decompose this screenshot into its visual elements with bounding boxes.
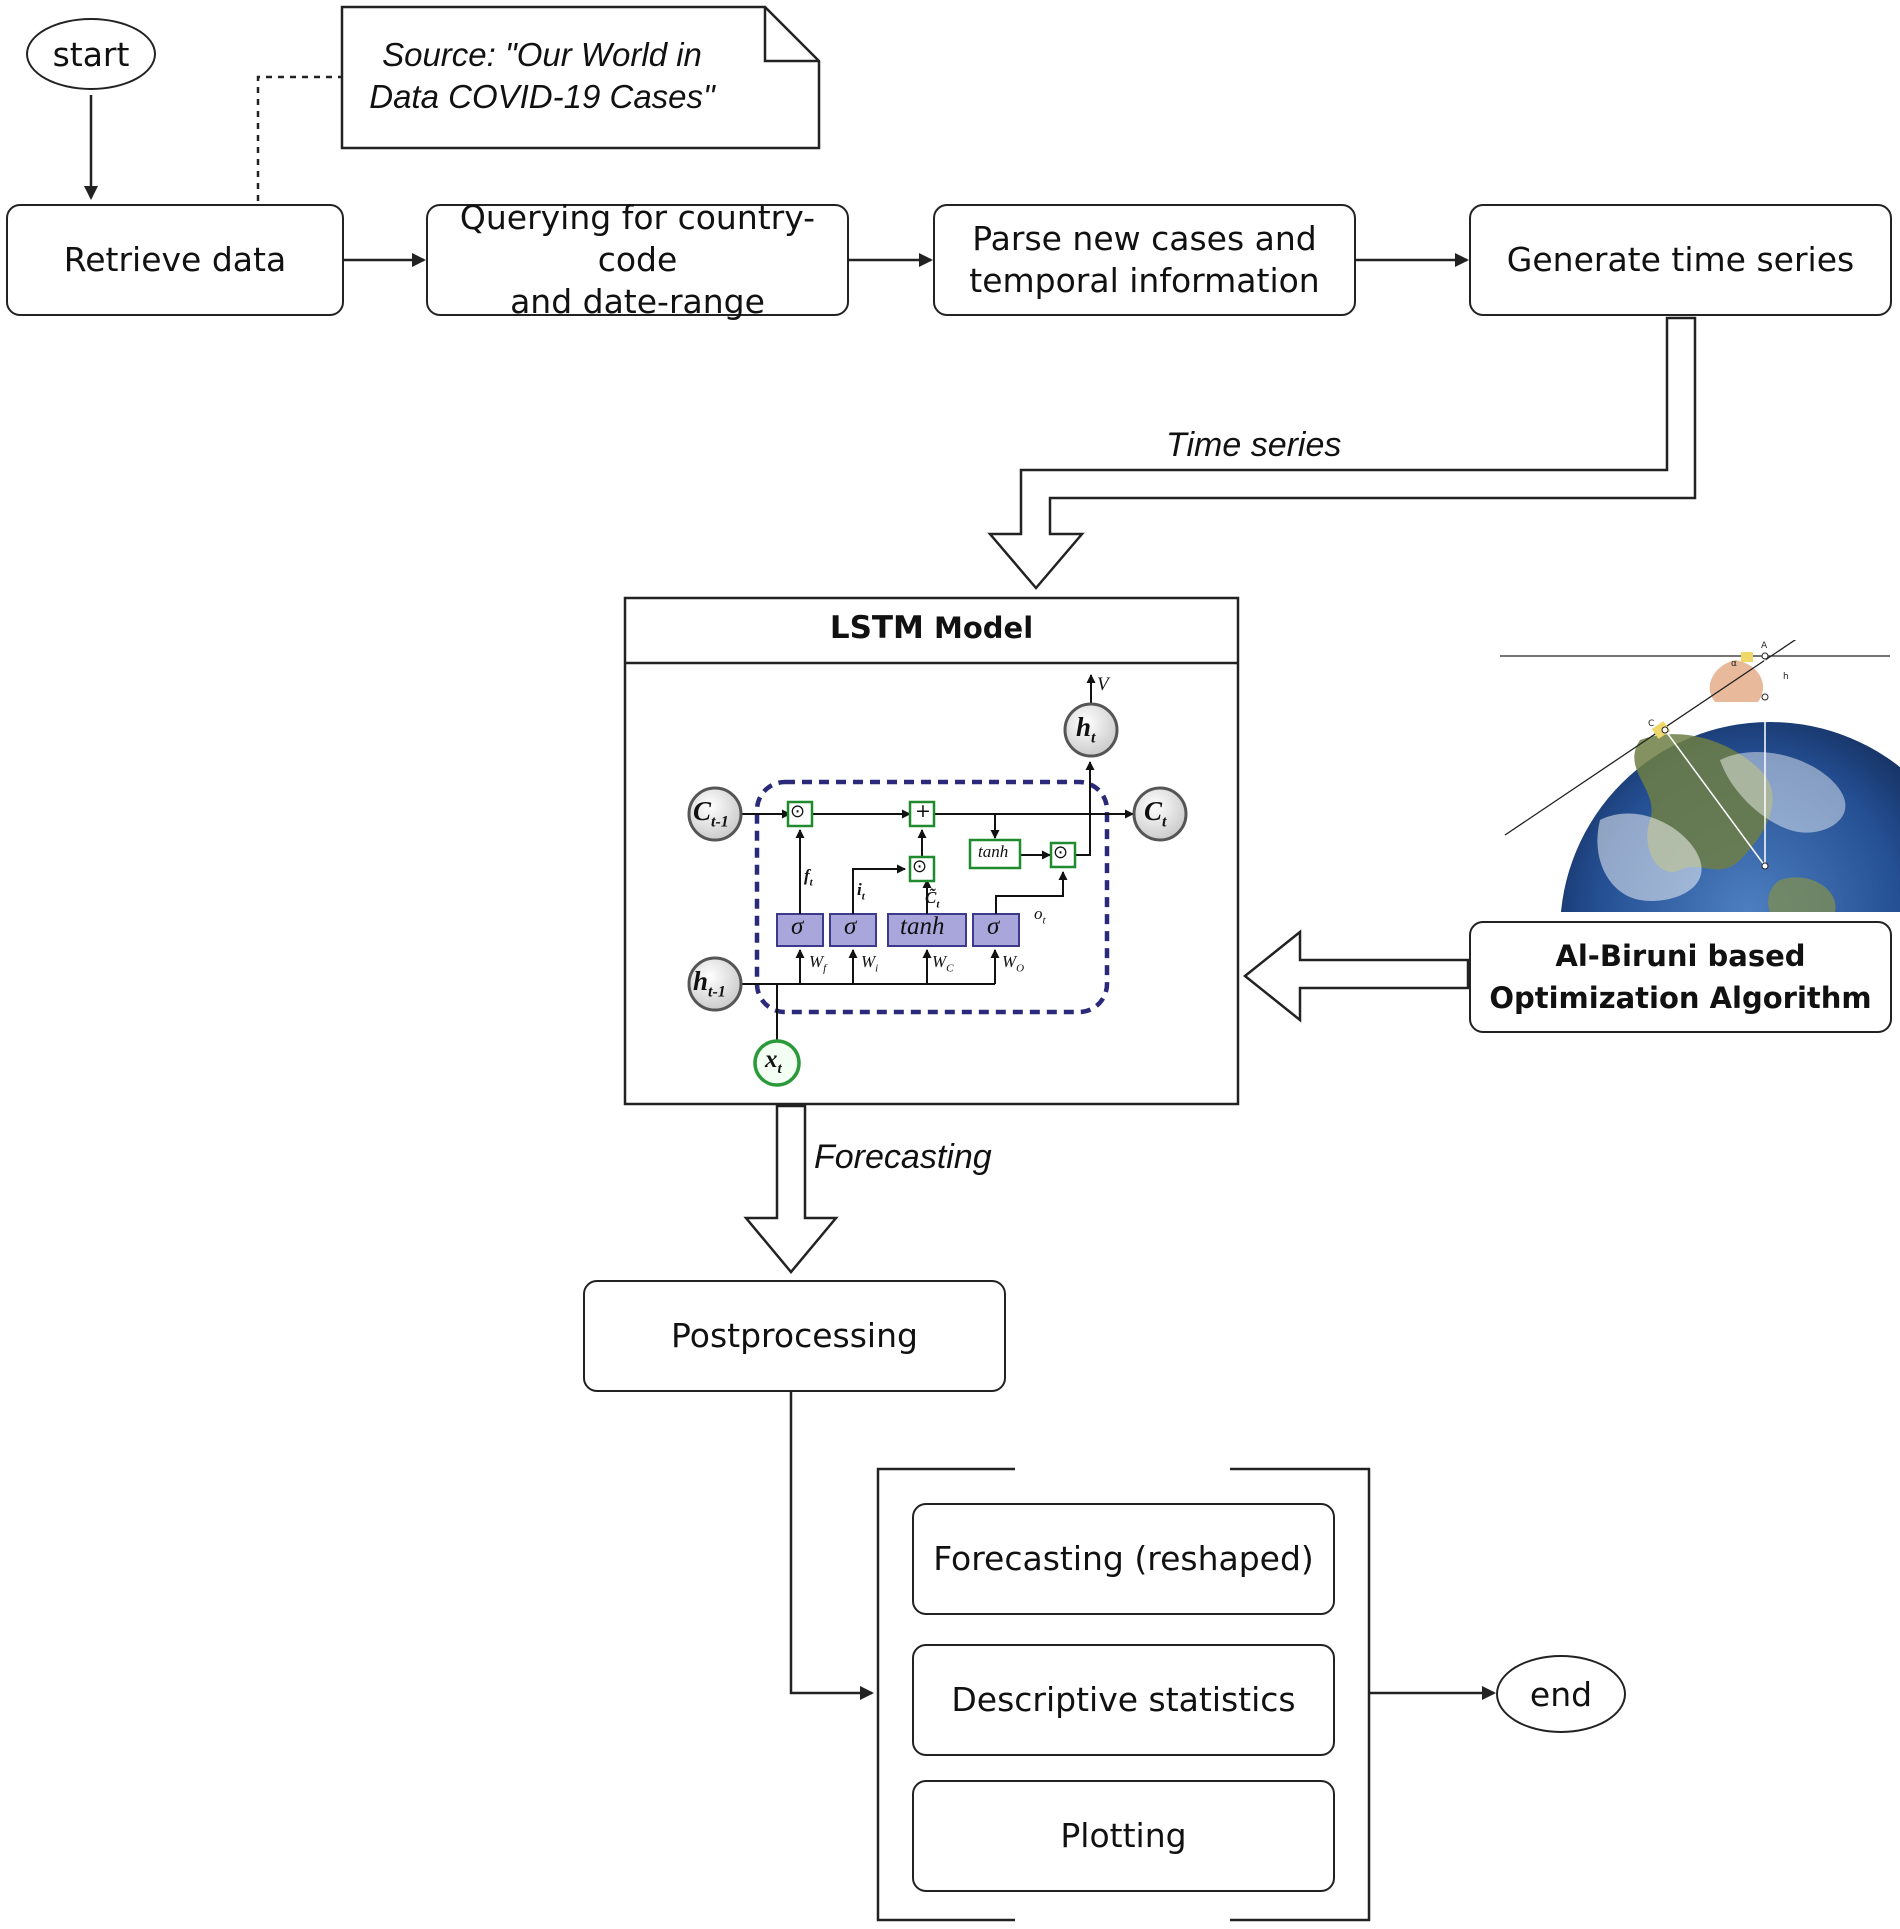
end-terminal: end	[1496, 1655, 1626, 1733]
source-note-shape	[340, 5, 821, 150]
lstm-title-bold: LSTM	[829, 610, 924, 646]
edge-label-forecasting: Forecasting	[814, 1138, 992, 1176]
step-retrieve-label: Retrieve data	[63, 240, 287, 279]
outputs-bracket-right	[1230, 1467, 1371, 1922]
optimizer-box: Al-Biruni based Optimization Algorithm	[1469, 921, 1892, 1033]
start-terminal: start	[26, 18, 156, 90]
step-postprocessing-label: Postprocessing	[671, 1316, 918, 1355]
output-plotting: Plotting	[912, 1780, 1335, 1892]
step-parse-line1: Parse new cases and	[972, 219, 1317, 258]
lstm-title-rest: Model	[923, 611, 1034, 645]
output-item-label: Forecasting (reshaped)	[933, 1539, 1314, 1578]
output-descriptive-statistics: Descriptive statistics	[912, 1644, 1335, 1756]
step-generate: Generate time series	[1469, 204, 1892, 316]
biruni-globe-illustration	[1500, 640, 1900, 912]
lstm-panel-frame	[623, 596, 1240, 1106]
edge-note-dashed	[256, 75, 342, 201]
end-label: end	[1529, 1674, 1593, 1714]
edge-post-outputs	[789, 1392, 874, 1700]
step-parse-line2: temporal information	[969, 261, 1320, 300]
step-query: Querying for country-code and date-range	[426, 198, 849, 321]
step-retrieve-data: Retrieve data	[6, 204, 344, 316]
optimizer-line1: Al-Biruni based	[1555, 939, 1806, 973]
step-postprocessing: Postprocessing	[583, 1280, 1006, 1392]
source-note-line1: Source: "Our World in	[382, 36, 702, 73]
source-note: Source: "Our World in Data COVID-19 Case…	[352, 34, 732, 118]
optimizer-line2: Optimization Algorithm	[1489, 981, 1872, 1015]
hollow-arrow-timeseries	[987, 316, 1697, 590]
step-query-line1: Querying for country-code	[459, 198, 816, 279]
outputs-bracket-left	[876, 1467, 1015, 1922]
lstm-cell-diagram	[687, 674, 1188, 1087]
lstm-panel-title: LSTM Model	[625, 610, 1238, 646]
source-note-line2: Data COVID-19 Cases"	[369, 78, 715, 115]
hollow-arrow-optimizer	[1242, 929, 1470, 1023]
edge-label-time-series: Time series	[1166, 426, 1342, 464]
hollow-arrow-forecasting	[743, 1104, 839, 1274]
output-item-label: Descriptive statistics	[951, 1680, 1296, 1719]
output-item-label: Plotting	[1060, 1816, 1187, 1855]
step-query-line2: and date-range	[510, 282, 765, 321]
output-forecasting-reshaped: Forecasting (reshaped)	[912, 1503, 1335, 1615]
optimizer-label: Al-Biruni based Optimization Algorithm	[1489, 935, 1871, 1019]
start-label: start	[52, 34, 130, 74]
step-parse: Parse new cases and temporal information	[933, 204, 1356, 316]
step-generate-label: Generate time series	[1506, 240, 1855, 279]
source-note-fold	[763, 7, 819, 63]
